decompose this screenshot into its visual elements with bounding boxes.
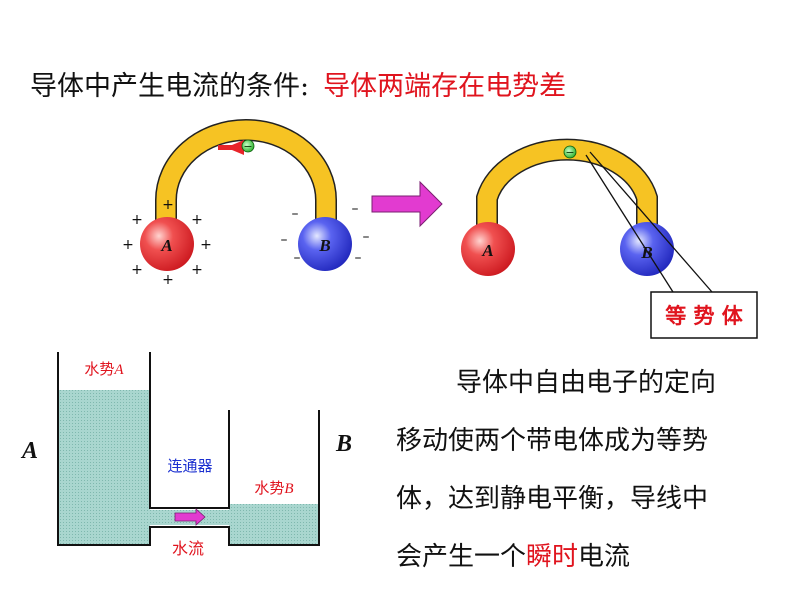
svg-text:+: + [131,262,143,278]
svg-text:–: – [294,250,301,266]
water-level-a-label: 水势A [84,360,124,378]
callout-line-2 [589,151,713,293]
svg-text:–: – [281,232,288,248]
left-sphere-b-label: B [318,236,330,255]
water-b [229,504,319,545]
explanation-paragraph: 导体中自由电子的定向 移动使两个带电体成为等势 体，达到静电平衡，导线中 会产生… [396,354,776,586]
svg-text:+: + [162,272,174,288]
right-sphere-b [620,222,674,276]
paragraph-line-3: 体，达到静电平衡，导线中 [396,484,709,514]
right-sphere-a [461,222,515,276]
title-prefix: 导体中产生电流的条件: [30,71,310,102]
svg-text:+: + [191,262,203,278]
tank-outline-bottom [57,352,320,546]
right-sphere-a-label: A [481,241,493,260]
right-sphere-b-label: B [640,243,652,262]
electron-icon [241,139,255,153]
left-wire [156,120,336,226]
callout-line-1 [585,154,674,293]
transform-arrow-icon [371,180,443,228]
right-electron-icon [563,145,577,159]
equipotential-label: 等 势 体 [665,304,744,328]
svg-text:+: + [191,212,203,228]
left-sphere-b [298,217,352,271]
equipotential-box [650,291,758,339]
plus-charges: + + + + + + + + [122,197,212,288]
svg-text:–: – [355,250,362,266]
svg-text:+: + [162,197,174,213]
svg-text:+: + [122,237,134,253]
tank-outline-inner [149,352,230,509]
svg-text:+: + [200,237,212,253]
water-level-b-label: 水势B [254,479,293,497]
svg-text:+: + [131,212,143,228]
tank-label-b: B [335,431,352,457]
left-sphere-a [140,217,194,271]
paragraph-line-4: 会产生一个瞬时电流 [396,542,631,572]
connector-label: 连通器 [167,457,212,475]
minus-charges: – – – – – – [281,201,370,266]
title-highlight: 导体两端存在电势差 [323,71,567,102]
electron-sign: − [243,140,252,153]
paragraph-line-1: 导体中自由电子的定向 [456,368,717,398]
flow-arrow-icon [174,508,206,526]
svg-text:−: − [565,146,574,159]
water-a [58,390,150,545]
paragraph-line-2: 移动使两个带电体成为等势 [396,426,709,456]
svg-text:–: – [363,229,370,245]
left-sphere-a-label: A [160,236,172,255]
svg-text:–: – [352,201,359,217]
tank-label-a: A [20,438,38,464]
flow-label: 水流 [172,539,204,558]
page-title: 导体中产生电流的条件: 导体两端存在电势差 [30,64,566,103]
svg-text:–: – [292,206,299,222]
